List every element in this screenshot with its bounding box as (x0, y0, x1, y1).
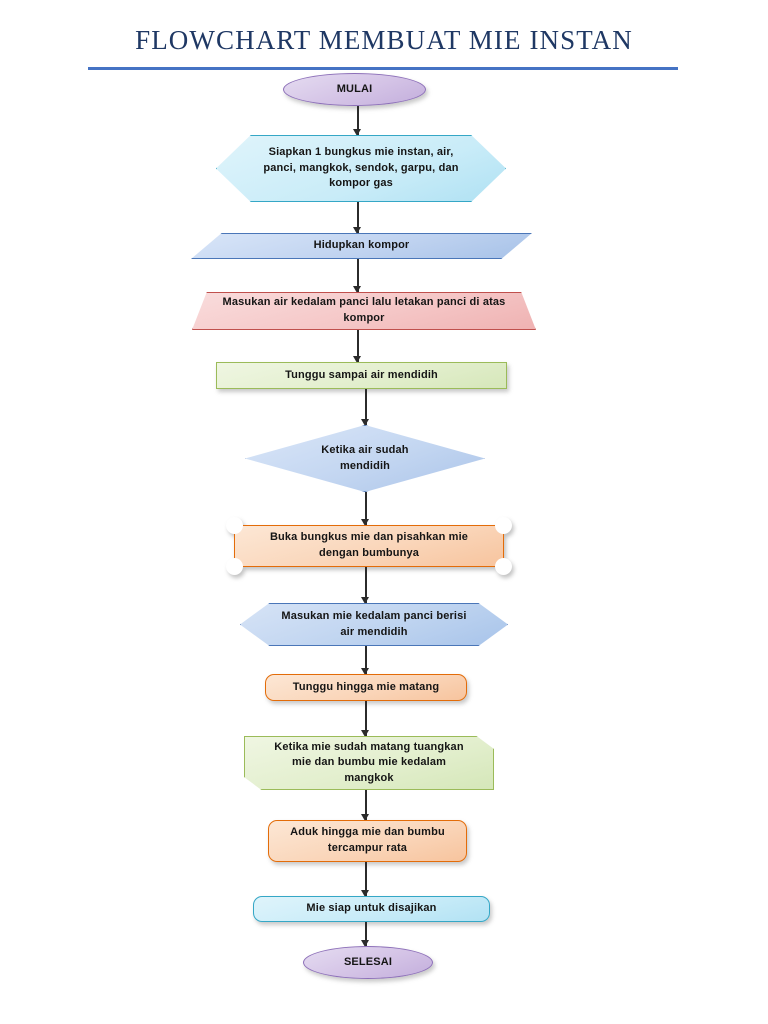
edge-line (365, 567, 367, 603)
flow-node-step3-label: Masukan air kedalam panci lalu letakan p… (222, 296, 506, 324)
edge-line (357, 259, 359, 292)
edge-line (357, 330, 359, 362)
flow-node-step6[interactable]: Buka bungkus mie dan pisahkan mie dengan… (226, 517, 512, 575)
arrowhead-icon (361, 597, 370, 604)
plaque-notch-bottom-left (226, 558, 243, 575)
arrowhead-icon (361, 940, 370, 947)
edge-line (365, 922, 367, 946)
arrowhead-icon (353, 227, 362, 234)
flow-node-step1[interactable]: Siapkan 1 bungkus mie instan, air, panci… (216, 135, 506, 202)
title-block: FLOWCHART MEMBUAT MIE INSTAN (0, 25, 768, 56)
edge-line (365, 389, 367, 425)
flow-node-step9[interactable]: Ketika mie sudah matang tuangkan mie dan… (244, 736, 494, 790)
flow-node-step8[interactable]: Tunggu hingga mie matang (265, 674, 467, 701)
flow-node-step9-label: Ketika mie sudah matang tuangkan mie dan… (274, 740, 464, 784)
arrowhead-icon (361, 668, 370, 675)
flow-node-start-label: MULAI (336, 82, 373, 95)
edge-line (365, 492, 367, 525)
arrowhead-icon (361, 519, 370, 526)
flow-node-step10[interactable]: Aduk hingga mie dan bumbu tercampur rata (268, 820, 467, 862)
flow-node-end-label: SELESAI (343, 955, 393, 968)
flow-node-step7[interactable]: Masukan mie kedalam panci berisi air men… (240, 603, 508, 646)
title-divider (88, 67, 678, 70)
flow-node-step3[interactable]: Masukan air kedalam panci lalu letakan p… (192, 292, 536, 330)
arrowhead-icon (361, 814, 370, 821)
flow-node-step11-label: Mie siap untuk disajikan (306, 902, 437, 915)
page-title: FLOWCHART MEMBUAT MIE INSTAN (135, 25, 633, 55)
flow-node-step8-label: Tunggu hingga mie matang (292, 680, 440, 693)
arrowhead-icon (353, 356, 362, 363)
arrowhead-icon (353, 129, 362, 136)
flow-node-step7-label: Masukan mie kedalam panci berisi air men… (281, 609, 467, 638)
flow-node-end[interactable]: SELESAI (303, 946, 433, 979)
arrowhead-icon (361, 419, 370, 426)
edge-line (357, 106, 359, 135)
arrowhead-icon (361, 890, 370, 897)
flow-node-step5-label: Ketika air sudah mendidih (321, 443, 409, 472)
flow-node-step4[interactable]: Tunggu sampai air mendidih (216, 362, 507, 389)
flow-node-start[interactable]: MULAI (283, 73, 426, 106)
flow-node-step2[interactable]: Hidupkan kompor (191, 233, 532, 259)
flow-node-step4-label: Tunggu sampai air mendidih (285, 368, 438, 381)
flow-node-step1-label: Siapkan 1 bungkus mie instan, air, panci… (263, 146, 459, 190)
flow-node-step5[interactable]: Ketika air sudah mendidih (245, 425, 485, 492)
flow-node-step11[interactable]: Mie siap untuk disajikan (253, 896, 490, 922)
edge-line (365, 862, 367, 896)
edge-line (365, 646, 367, 674)
arrowhead-icon (353, 286, 362, 293)
flow-node-step2-label: Hidupkan kompor (313, 239, 410, 252)
edge-line (365, 790, 367, 820)
arrowhead-icon (361, 730, 370, 737)
edge-line (357, 202, 359, 233)
plaque-notch-top-right (495, 517, 512, 534)
edge-line (365, 701, 367, 736)
flow-node-step10-label: Aduk hingga mie dan bumbu tercampur rata (290, 826, 445, 854)
flow-node-step6-label: Buka bungkus mie dan pisahkan mie dengan… (269, 531, 469, 559)
